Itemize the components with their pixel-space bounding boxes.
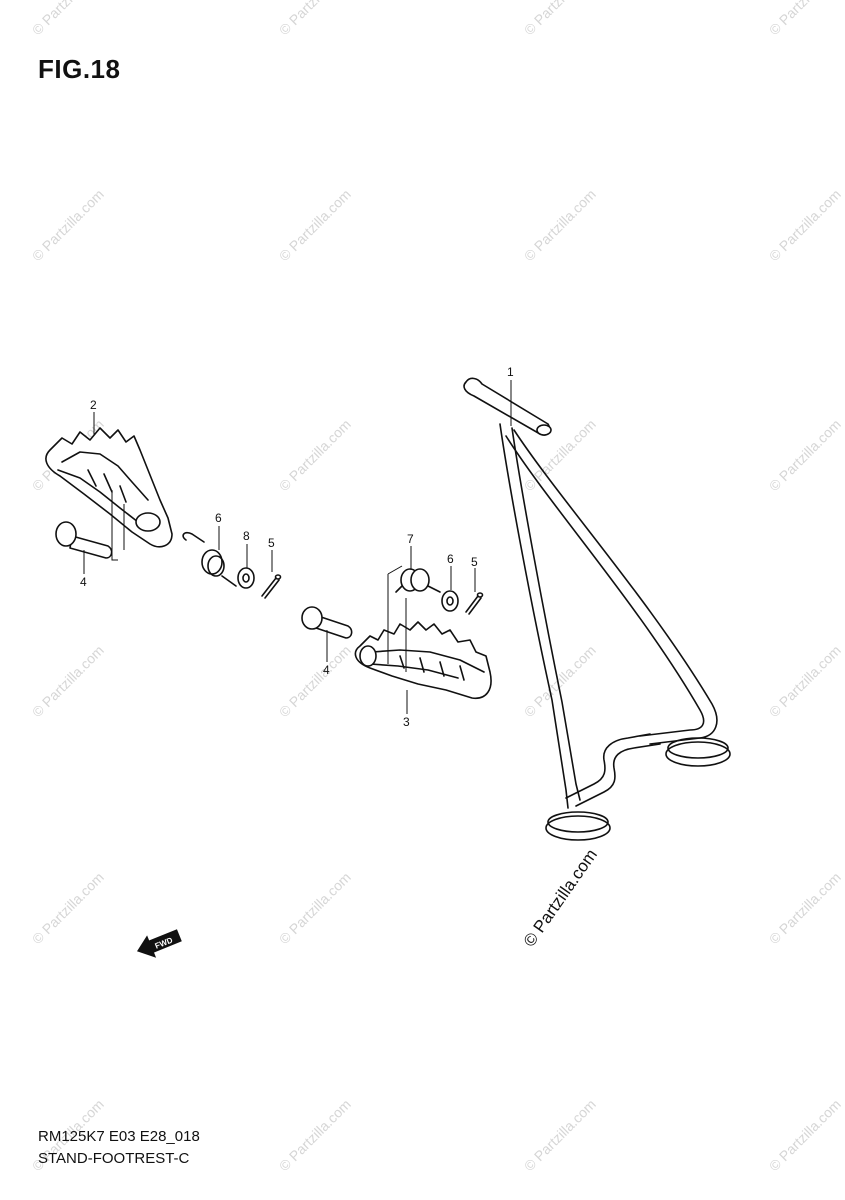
- stand-drawing: [463, 377, 731, 841]
- watermark: © Partzilla.com: [276, 0, 354, 38]
- callout-7: 7: [407, 532, 414, 546]
- spring-right-drawing: [395, 568, 441, 593]
- watermark: © Partzilla.com: [29, 0, 107, 38]
- callout-1: 1: [507, 365, 514, 379]
- callout-6-right: 6: [447, 552, 454, 566]
- watermark: © Partzilla.com: [276, 869, 354, 947]
- watermark-layer: © Partzilla.com © Partzilla.com © Partzi…: [29, 0, 844, 1174]
- watermark: © Partzilla.com: [766, 642, 844, 720]
- callout-8: 8: [243, 529, 250, 543]
- callout-5-right: 5: [471, 555, 478, 569]
- watermark: © Partzilla.com: [29, 869, 107, 947]
- leader-lines: [83, 380, 512, 714]
- model-code: RM125K7 E03 E28_018: [38, 1128, 200, 1145]
- assembly-lines: [111, 490, 407, 672]
- figure-title: FIG.18: [38, 54, 121, 84]
- watermark: © Partzilla.com: [29, 186, 107, 264]
- watermark: © Partzilla.com: [276, 642, 354, 720]
- watermark: © Partzilla.com: [276, 186, 354, 264]
- footrest-right-drawing: [354, 621, 492, 699]
- watermark: © Partzilla.com: [766, 0, 844, 38]
- callout-5-left: 5: [268, 536, 275, 550]
- partzilla-credit: © Partzilla.com: [520, 846, 601, 951]
- watermark: © Partzilla.com: [766, 416, 844, 494]
- pin-right-drawing: [301, 606, 353, 639]
- fwd-arrow-icon: FWD: [136, 929, 182, 958]
- callout-4-right: 4: [323, 663, 330, 677]
- watermark: © Partzilla.com: [521, 0, 599, 38]
- watermark: © Partzilla.com: [766, 1096, 844, 1174]
- watermark: © Partzilla.com: [521, 642, 599, 720]
- callout-3: 3: [403, 715, 410, 729]
- callout-2: 2: [90, 398, 97, 412]
- washer-right-drawing: [441, 590, 459, 612]
- watermark: © Partzilla.com: [276, 1096, 354, 1174]
- watermark: © Partzilla.com: [276, 416, 354, 494]
- pin-left-drawing: [55, 521, 113, 559]
- callout-4-left: 4: [80, 575, 87, 589]
- watermark: © Partzilla.com: [521, 1096, 599, 1174]
- callout-6-left: 6: [215, 511, 222, 525]
- cotter-pin-left-drawing: [261, 574, 282, 599]
- watermark: © Partzilla.com: [766, 869, 844, 947]
- watermark: © Partzilla.com: [521, 186, 599, 264]
- footrest-left-drawing: [45, 427, 173, 548]
- washer-left-drawing: [237, 567, 255, 589]
- watermark: © Partzilla.com: [29, 642, 107, 720]
- watermark: © Partzilla.com: [766, 186, 844, 264]
- cotter-pin-right-drawing: [465, 592, 484, 615]
- spring-left-drawing: [182, 531, 237, 587]
- section-name: STAND-FOOTREST-C: [38, 1150, 190, 1167]
